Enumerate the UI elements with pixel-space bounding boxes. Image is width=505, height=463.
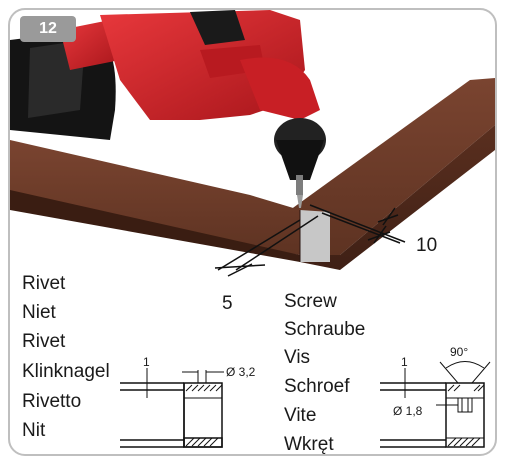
rivet-thickness-label: 1 bbox=[143, 355, 150, 369]
screw-label-nl: Schroef bbox=[284, 376, 350, 397]
rivet-label-it: Rivetto bbox=[22, 391, 82, 412]
rivet-label-en: Rivet bbox=[22, 273, 66, 294]
rivet-diameter-label: Ø 3,2 bbox=[226, 365, 256, 379]
beam-right-top bbox=[290, 78, 495, 255]
dimension-lines bbox=[214, 204, 406, 277]
screw-label-fr: Vis bbox=[284, 347, 311, 368]
beam-left-edge bbox=[10, 190, 300, 262]
rivet-label-de: Niet bbox=[22, 302, 56, 323]
screw-section bbox=[380, 361, 491, 448]
drill-bit bbox=[297, 195, 303, 208]
screw-label-de: Schraube bbox=[284, 319, 366, 340]
rivet-section bbox=[120, 368, 224, 448]
screw-label-pl: Wkręt bbox=[284, 434, 334, 455]
dimension-front-label: 10 bbox=[416, 235, 438, 256]
beam-left-top bbox=[10, 140, 300, 255]
screw-label-it: Vite bbox=[284, 405, 317, 426]
screw-diameter-label: Ø 1,8 bbox=[393, 404, 423, 418]
screw-thickness-label: 1 bbox=[401, 355, 408, 369]
dimension-side-label: 5 bbox=[222, 293, 233, 314]
rivet-label-pl: Nit bbox=[22, 420, 46, 441]
rivet-label-nl: Klinknagel bbox=[22, 361, 110, 382]
step-number-badge: 12 bbox=[20, 16, 76, 42]
screw-label-en: Screw bbox=[284, 291, 337, 312]
screw-angle-label: 90° bbox=[450, 345, 469, 359]
rivet-label-fr: Rivet bbox=[22, 331, 66, 352]
